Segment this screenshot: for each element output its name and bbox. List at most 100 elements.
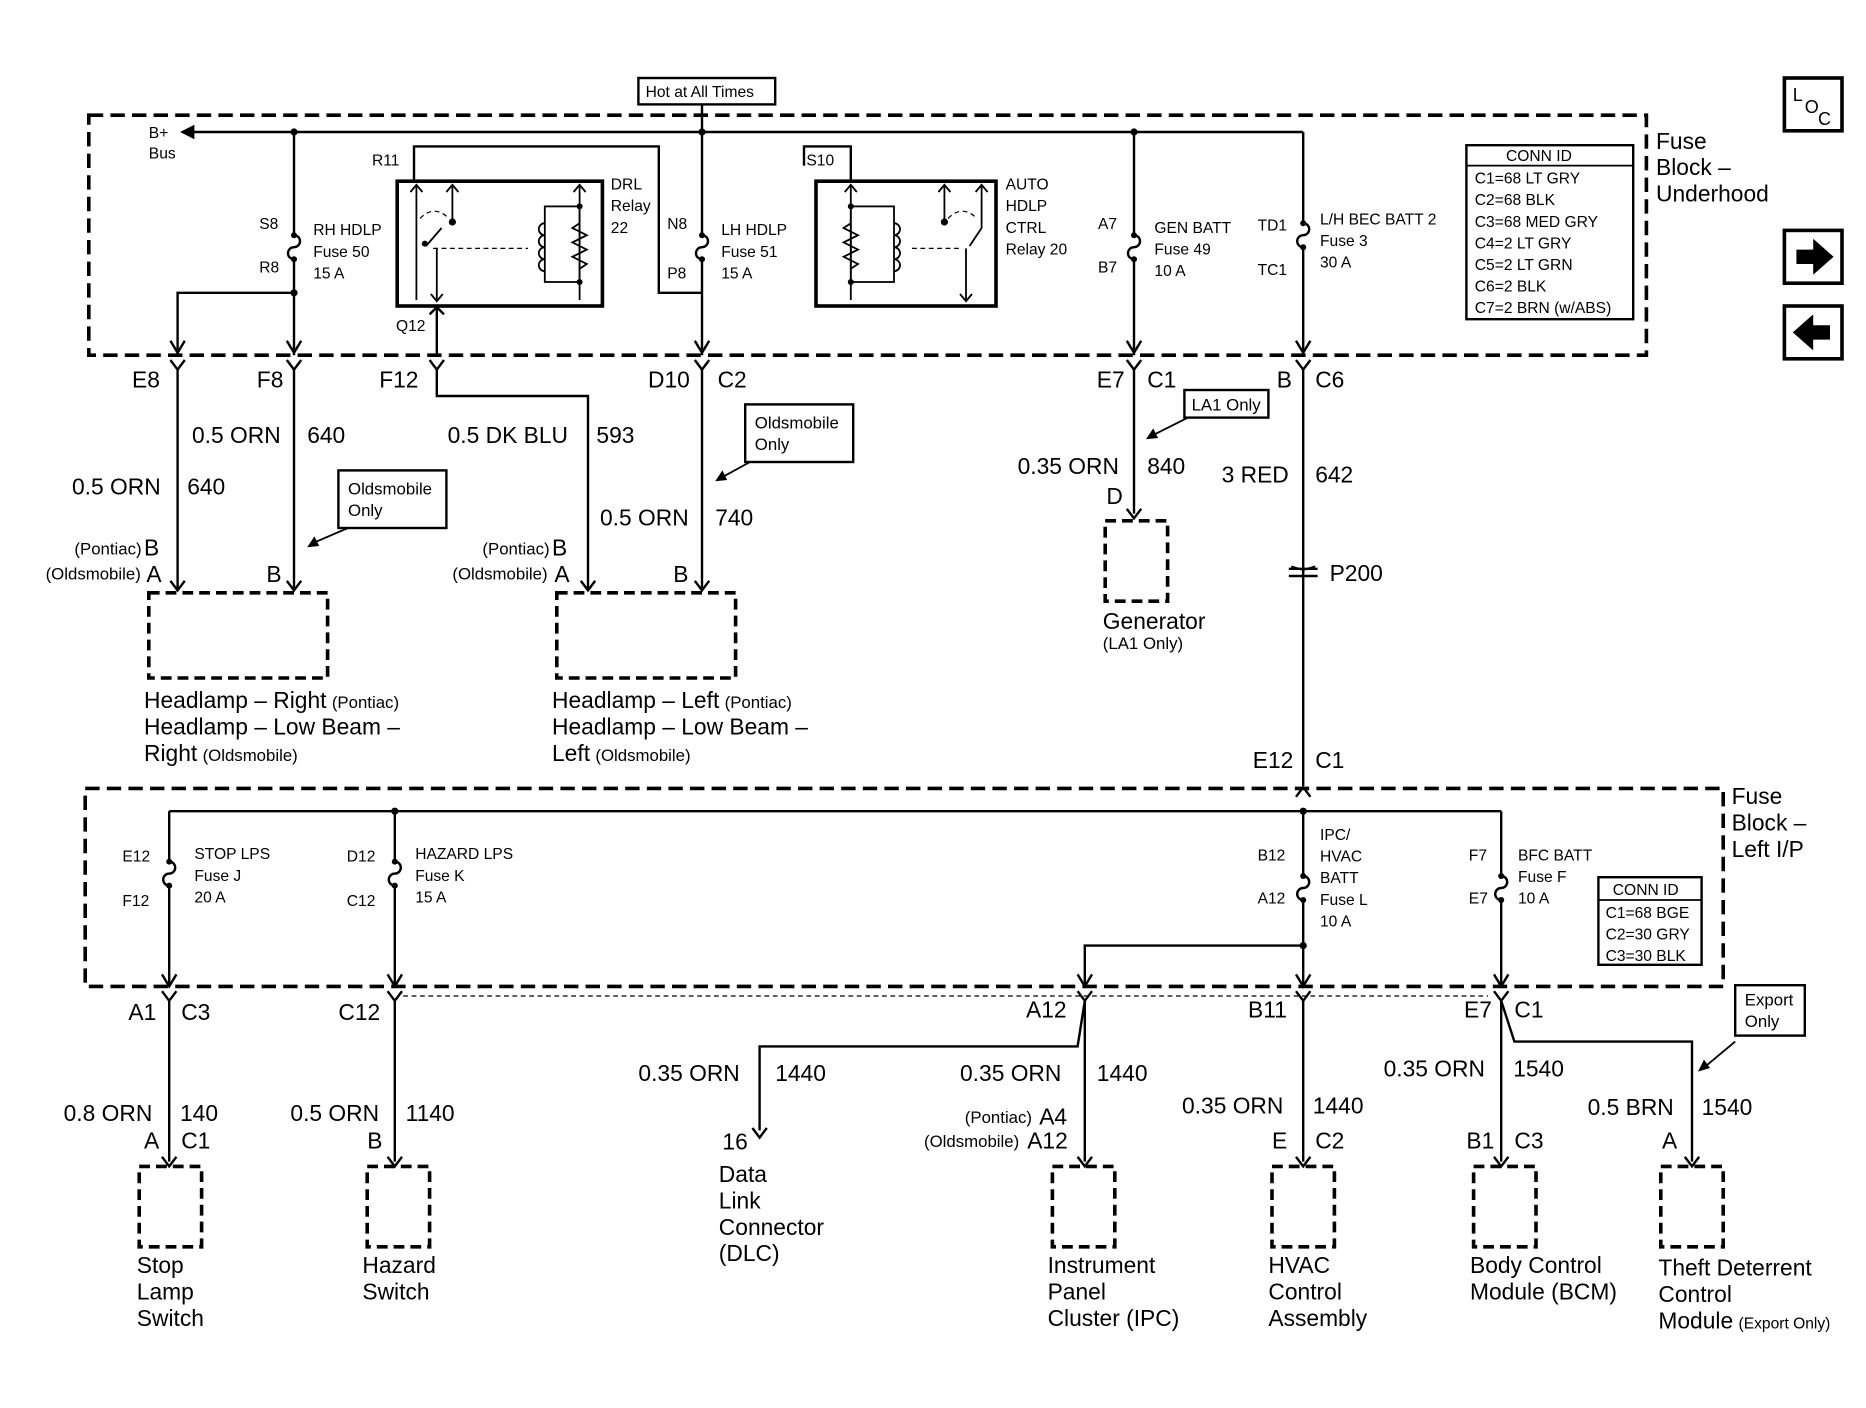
svg-text:GEN BATT: GEN BATT <box>1154 220 1231 237</box>
oldsmobile-only-callout-left: Oldsmobile Only <box>715 403 855 482</box>
svg-text:Headlamp – Low Beam –: Headlamp – Low Beam – <box>552 713 808 739</box>
svg-text:F12: F12 <box>379 367 418 393</box>
svg-text:E: E <box>1272 1127 1287 1153</box>
hot-at-all-times-label: Hot at All Times <box>637 76 777 106</box>
loc-button[interactable]: L O C <box>1782 76 1844 133</box>
next-page-button[interactable] <box>1782 228 1844 286</box>
svg-text:C7=2 BRN (w/ABS): C7=2 BRN (w/ABS) <box>1475 300 1611 317</box>
fuse-j-stop-lps: E12 F12 STOP LPS Fuse J 20 A <box>122 811 270 989</box>
lower-e12-label: E12 <box>1253 747 1294 773</box>
svg-text:Control: Control <box>1658 1281 1732 1307</box>
svg-text:R11: R11 <box>372 153 399 170</box>
svg-text:Theft Deterrent: Theft Deterrent <box>1658 1255 1812 1281</box>
fuse-gen-batt: A7 B7 GEN BATT Fuse 49 10 A <box>1098 132 1232 356</box>
svg-text:TD1: TD1 <box>1258 217 1287 234</box>
svg-text:(DLC): (DLC) <box>719 1240 780 1266</box>
svg-text:22: 22 <box>611 220 628 237</box>
svg-text:HVAC: HVAC <box>1268 1252 1330 1278</box>
svg-text:Oldsmobile: Oldsmobile <box>348 479 432 498</box>
underhood-conn-id-table: CONN ID C1=68 LT GRY C2=68 BLK C3=68 MED… <box>1465 144 1635 321</box>
svg-text:C3=30 BLK: C3=30 BLK <box>1606 948 1687 965</box>
svg-text:10 A: 10 A <box>1154 263 1186 280</box>
svg-text:B: B <box>266 561 281 587</box>
fuse-l-ipc-hvac-batt: B12 A12 IPC/ HVAC BATT Fuse L 10 A <box>1076 811 1368 989</box>
svg-text:Module (Export Only): Module (Export Only) <box>1658 1307 1830 1333</box>
prev-page-button[interactable] <box>1782 304 1844 361</box>
fuse-k-hazard-lps: D12 C12 HAZARD LPS Fuse K 15 A <box>347 811 513 989</box>
svg-text:B: B <box>367 1127 382 1153</box>
svg-text:16: 16 <box>722 1129 747 1155</box>
svg-text:Headlamp – Low Beam –: Headlamp – Low Beam – <box>144 713 400 739</box>
svg-text:15 A: 15 A <box>721 265 753 282</box>
underhood-title-2: Block – <box>1656 154 1731 180</box>
svg-text:Body Control: Body Control <box>1470 1252 1602 1278</box>
svg-text:A12: A12 <box>1027 1127 1068 1153</box>
fuse-lh-bec-batt-2: TD1 TC1 L/H BEC BATT 2 Fuse 3 30 A <box>1258 132 1436 356</box>
loc-letter-c: C <box>1818 109 1831 129</box>
p200-inline-connector: P200 <box>1288 560 1383 586</box>
generator: D Generator (LA1 Only) <box>1103 483 1206 653</box>
svg-text:A: A <box>554 561 570 587</box>
wire-1140-circuit: 1140 <box>406 1100 455 1126</box>
svg-text:C2: C2 <box>718 367 747 393</box>
svg-text:A: A <box>144 1127 160 1153</box>
headlamp-right: (Pontiac) B (Oldsmobile) A B Headlamp – … <box>46 535 401 766</box>
arrow-right-icon <box>1796 238 1834 275</box>
svg-text:Only: Only <box>755 435 790 454</box>
svg-text:IPC/: IPC/ <box>1320 827 1351 844</box>
svg-text:15 A: 15 A <box>415 889 447 906</box>
headlamp-left: (Pontiac) B (Oldsmobile) A B Headlamp – … <box>452 535 808 766</box>
wire-642-gauge: 3 RED <box>1222 461 1289 487</box>
oldsmobile-only-callout-right: Oldsmobile Only <box>307 469 448 548</box>
svg-text:Right (Oldsmobile): Right (Oldsmobile) <box>144 740 298 766</box>
svg-text:(Oldsmobile): (Oldsmobile) <box>452 565 547 584</box>
svg-text:Only: Only <box>348 501 383 520</box>
data-link-connector: 16 Data Link Connector (DLC) <box>719 1127 824 1266</box>
svg-text:Fuse 51: Fuse 51 <box>721 244 777 261</box>
svg-text:B12: B12 <box>1258 847 1286 864</box>
svg-text:B: B <box>144 535 159 561</box>
svg-text:E7: E7 <box>1464 997 1492 1023</box>
svg-text:C12: C12 <box>338 999 380 1025</box>
wire-1140-gauge: 0.5 ORN <box>290 1100 379 1126</box>
left-ip-title-2: Block – <box>1732 809 1807 835</box>
svg-text:S10: S10 <box>806 153 834 170</box>
svg-text:C1: C1 <box>1514 997 1543 1023</box>
svg-text:E7: E7 <box>1097 367 1125 393</box>
svg-text:Relay 20: Relay 20 <box>1006 241 1068 258</box>
svg-text:C2=30 GRY: C2=30 GRY <box>1606 927 1691 944</box>
svg-text:Only: Only <box>1745 1012 1780 1031</box>
svg-text:B1: B1 <box>1466 1127 1494 1153</box>
wire-740-gauge: 0.5 ORN <box>600 505 689 531</box>
svg-text:Headlamp – Left (Pontiac): Headlamp – Left (Pontiac) <box>552 687 792 713</box>
svg-text:(Pontiac): (Pontiac) <box>482 539 549 558</box>
svg-text:(Pontiac): (Pontiac) <box>965 1108 1032 1127</box>
wire-640-rh-circuit: 640 <box>187 473 225 499</box>
svg-text:F8: F8 <box>257 367 284 393</box>
left-ip-title-1: Fuse <box>1732 783 1783 809</box>
svg-text:D: D <box>1106 483 1122 509</box>
wire-740-circuit: 740 <box>715 505 753 531</box>
bus-label: Bus <box>149 145 176 162</box>
wire-593-circuit: 593 <box>596 422 634 448</box>
wire-640-circuit: 640 <box>307 422 345 448</box>
svg-text:BFC BATT: BFC BATT <box>1518 847 1593 864</box>
svg-text:P8: P8 <box>667 265 686 282</box>
svg-text:F7: F7 <box>1469 847 1487 864</box>
upper-connectors: E8 F8 F12 D10 C2 E7 C1 B C6 <box>132 359 1344 787</box>
svg-text:BATT: BATT <box>1320 870 1359 887</box>
svg-text:30 A: 30 A <box>1320 255 1352 272</box>
svg-text:(LA1 Only): (LA1 Only) <box>1103 634 1183 653</box>
underhood-fuse-block-outline <box>87 113 1649 358</box>
svg-text:Hot at All Times: Hot at All Times <box>646 84 755 101</box>
svg-text:C5=2 LT GRN: C5=2 LT GRN <box>1475 257 1573 274</box>
svg-text:F12: F12 <box>122 893 149 910</box>
stop-lamp-switch: A C1 Stop Lamp Switch <box>137 1127 211 1331</box>
left-ip-fuse-block-outline <box>83 786 1726 989</box>
svg-text:E12: E12 <box>122 849 150 866</box>
svg-text:(Pontiac): (Pontiac) <box>74 539 141 558</box>
left-ip-conn-id-table: CONN ID C1=68 BGE C2=30 GRY C3=30 BLK <box>1597 876 1703 967</box>
svg-text:CONN ID: CONN ID <box>1506 148 1572 165</box>
la1-only-callout: LA1 Only <box>1146 388 1270 440</box>
svg-text:Link: Link <box>719 1187 761 1213</box>
